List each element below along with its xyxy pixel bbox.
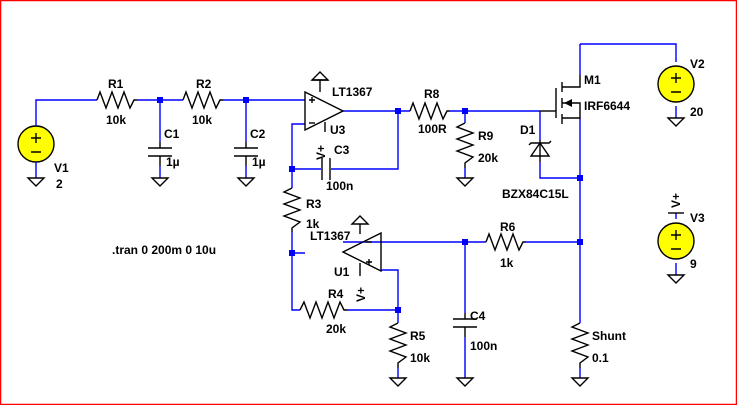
v1-name: V1: [54, 161, 69, 175]
c2-name: C2: [250, 127, 266, 141]
r1-value: 10k: [106, 113, 126, 127]
c2-value: 1µ: [252, 155, 266, 169]
m1-model: IRF6644: [584, 99, 630, 113]
ground-symbols: [26, 71, 686, 387]
zener-d1[interactable]: [528, 140, 552, 162]
source-v3[interactable]: [657, 222, 695, 260]
resistor-r4[interactable]: [299, 300, 348, 320]
u1-name: U1: [334, 265, 350, 279]
v2-value: 20: [690, 105, 704, 119]
r3-name: R3: [306, 197, 322, 211]
capacitor-c1[interactable]: [148, 142, 172, 166]
opamp-u1[interactable]: [341, 231, 382, 276]
resistor-r9[interactable]: [455, 122, 475, 168]
v1-value: 2: [56, 177, 63, 191]
r5-value: 10k: [410, 351, 430, 365]
resistor-r6[interactable]: [485, 232, 526, 252]
r8-value: 100R: [418, 122, 447, 136]
r9-name: R9: [478, 129, 494, 143]
spice-directive[interactable]: .tran 0 200m 0 10u: [112, 243, 216, 257]
mosfet-m1[interactable]: [540, 75, 581, 124]
v3-flag-label: V+: [669, 193, 683, 208]
source-v2[interactable]: [657, 65, 695, 103]
r5-name: R5: [410, 329, 426, 343]
u1-supply-label: V+: [354, 287, 368, 302]
c1-value: 1µ: [166, 155, 180, 169]
capacitor-c3[interactable]: [321, 158, 331, 180]
r9-value: 20k: [478, 151, 498, 165]
r6-value: 1k: [500, 256, 514, 270]
r2-value: 10k: [192, 113, 212, 127]
v3-name: V3: [690, 211, 705, 225]
c3-name: C3: [334, 143, 350, 157]
resistor-r8[interactable]: [409, 101, 450, 121]
shunt-value: 0.1: [592, 351, 609, 365]
c4-value: 100n: [470, 339, 497, 353]
v2-name: V2: [690, 57, 705, 71]
capacitor-c2[interactable]: [234, 142, 258, 166]
resistor-r2[interactable]: [182, 90, 223, 110]
r1-name: R1: [108, 77, 124, 91]
v3-value: 9: [690, 257, 697, 271]
resistor-r3[interactable]: [282, 187, 302, 232]
shunt-name: Shunt: [592, 329, 626, 343]
resistor-shunt[interactable]: [570, 322, 590, 368]
capacitor-c4[interactable]: [453, 313, 477, 337]
r4-name: R4: [328, 287, 344, 301]
r2-name: R2: [196, 77, 212, 91]
r4-value: 20k: [326, 322, 346, 336]
c1-name: C1: [164, 127, 180, 141]
r8-name: R8: [424, 87, 440, 101]
d1-model: BZX84C15L: [502, 187, 569, 201]
resistor-r5[interactable]: [388, 322, 408, 368]
source-v1[interactable]: [17, 120, 55, 168]
m1-name: M1: [584, 73, 601, 87]
d1-name: D1: [520, 123, 536, 137]
c4-name: C4: [470, 309, 486, 323]
u1-model: LT1367: [310, 229, 351, 243]
resistor-r1[interactable]: [96, 90, 137, 110]
junctions: [157, 97, 583, 313]
r3-value: 1k: [306, 217, 320, 231]
r6-name: R6: [500, 220, 516, 234]
u3-name: U3: [330, 123, 346, 137]
c3-value: 100n: [326, 179, 353, 193]
opamp-u3[interactable]: [304, 90, 345, 132]
u3-model: LT1367: [332, 85, 373, 99]
u3-supply-label: V+: [314, 145, 328, 160]
